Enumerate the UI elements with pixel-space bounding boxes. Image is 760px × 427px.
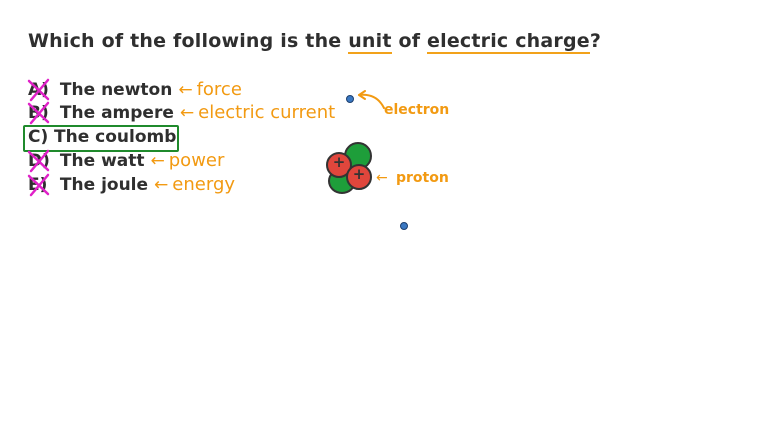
option-text: The joule <box>59 175 149 195</box>
proton-arrow-icon: ← <box>376 170 388 186</box>
underlined-unit: unit <box>348 30 392 54</box>
option-a[interactable]: A) The newton←force <box>27 78 242 102</box>
arrow-left-icon: ← <box>154 175 169 195</box>
plus-icon: + <box>332 153 346 171</box>
option-letter: C) <box>28 127 49 147</box>
proton-label: proton <box>396 170 449 186</box>
question-mark: ? <box>589 30 602 52</box>
option-annotation: force <box>196 79 242 100</box>
option-text: The newton <box>59 80 173 100</box>
electron-label: electron <box>384 102 450 118</box>
question-prefix: Which of the following is the <box>28 30 349 52</box>
option-letter: E) <box>28 175 48 195</box>
option-e[interactable]: E) The joule←energy <box>27 173 236 197</box>
electron-dot <box>400 222 408 230</box>
option-annotation: power <box>168 150 225 171</box>
nucleus: + + <box>326 142 376 194</box>
option-letter: A) <box>28 80 49 100</box>
option-letter: B) <box>28 103 49 123</box>
option-text: The watt <box>59 151 145 171</box>
electron-arrow-icon <box>358 90 385 109</box>
option-annotation: energy <box>172 174 236 195</box>
proton: + <box>326 152 352 178</box>
arrow-left-icon: ← <box>179 103 195 123</box>
option-annotation: electric current <box>198 102 336 123</box>
arrow-left-icon: ← <box>178 80 193 100</box>
arrow-left-icon: ← <box>150 151 165 171</box>
proton: + <box>346 164 372 190</box>
answer-highlight-box <box>23 125 179 152</box>
option-letter: D) <box>28 151 50 171</box>
option-b[interactable]: B) The ampere←electric current <box>27 101 336 125</box>
option-text: The coulomb <box>54 127 177 147</box>
option-c[interactable]: C)The coulomb <box>28 126 176 148</box>
plus-icon: + <box>352 165 366 183</box>
underlined-electric-charge: electric charge <box>427 30 590 54</box>
question-middle: of <box>391 30 428 52</box>
question-text: Which of the following is the unit of el… <box>28 30 602 54</box>
electron-dot <box>346 95 354 103</box>
option-text: The ampere <box>59 103 174 123</box>
option-d[interactable]: D) The watt←power <box>27 149 225 173</box>
